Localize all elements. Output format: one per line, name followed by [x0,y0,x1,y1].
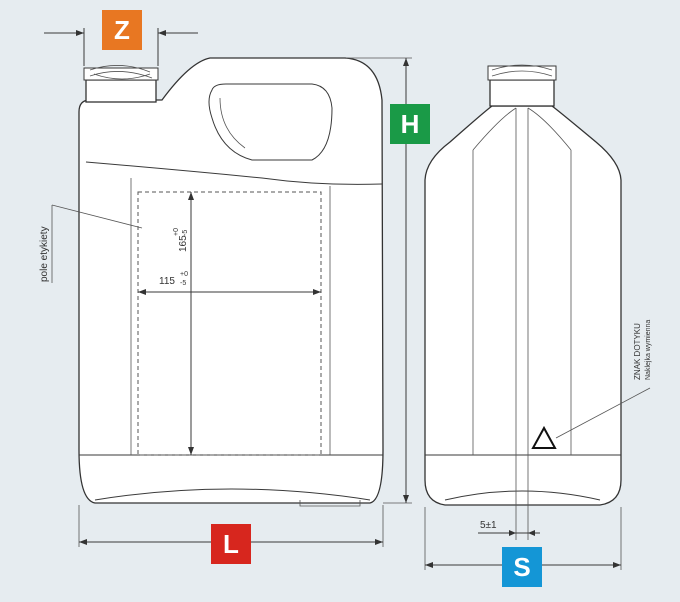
l-badge: L [211,524,251,564]
front-body-outline [78,57,384,504]
width-tol-plus: +0 [180,271,188,278]
width-tol-minus: -5 [180,280,186,287]
thickness-dimension [478,500,540,540]
shoulder-curve [85,161,383,185]
label-area-text: pole etykiety [39,226,50,282]
handle-opening [208,83,333,161]
height-dim-text: 165 [178,235,189,252]
height-tol-plus: +0 [173,228,180,236]
side-body-outline [424,105,622,506]
label-width-dimension [138,289,321,295]
s-badge-label: S [513,551,531,582]
mark-text-line1: ZNAK DOTYKU [633,323,642,380]
side-neck [489,79,555,107]
front-neck [85,79,157,103]
label-area-leader [51,204,143,283]
front-base-curve [94,488,371,501]
z-dimension [44,28,198,66]
front-view: 115 +0 -5 165 +0 -5 pole etykiety [39,57,384,507]
tactile-mark-triangle [531,425,557,449]
side-view: ZNAK DOTYKU Naklejka wymienna 5±1 [424,64,652,540]
width-dim-text: 115 [159,276,175,287]
z-badge-label: Z [114,14,130,45]
h-badge-label: H [400,108,420,139]
height-tol-minus: -5 [182,230,189,236]
mark-text-line2: Naklejka wymienna [645,320,652,380]
label-area [137,191,322,456]
s-badge: S [502,547,542,587]
thickness-dim-text: 5±1 [480,520,497,531]
z-badge: Z [102,10,142,50]
h-badge: H [390,104,430,144]
l-badge-label: L [223,528,239,559]
label-height-dimension [188,192,194,455]
